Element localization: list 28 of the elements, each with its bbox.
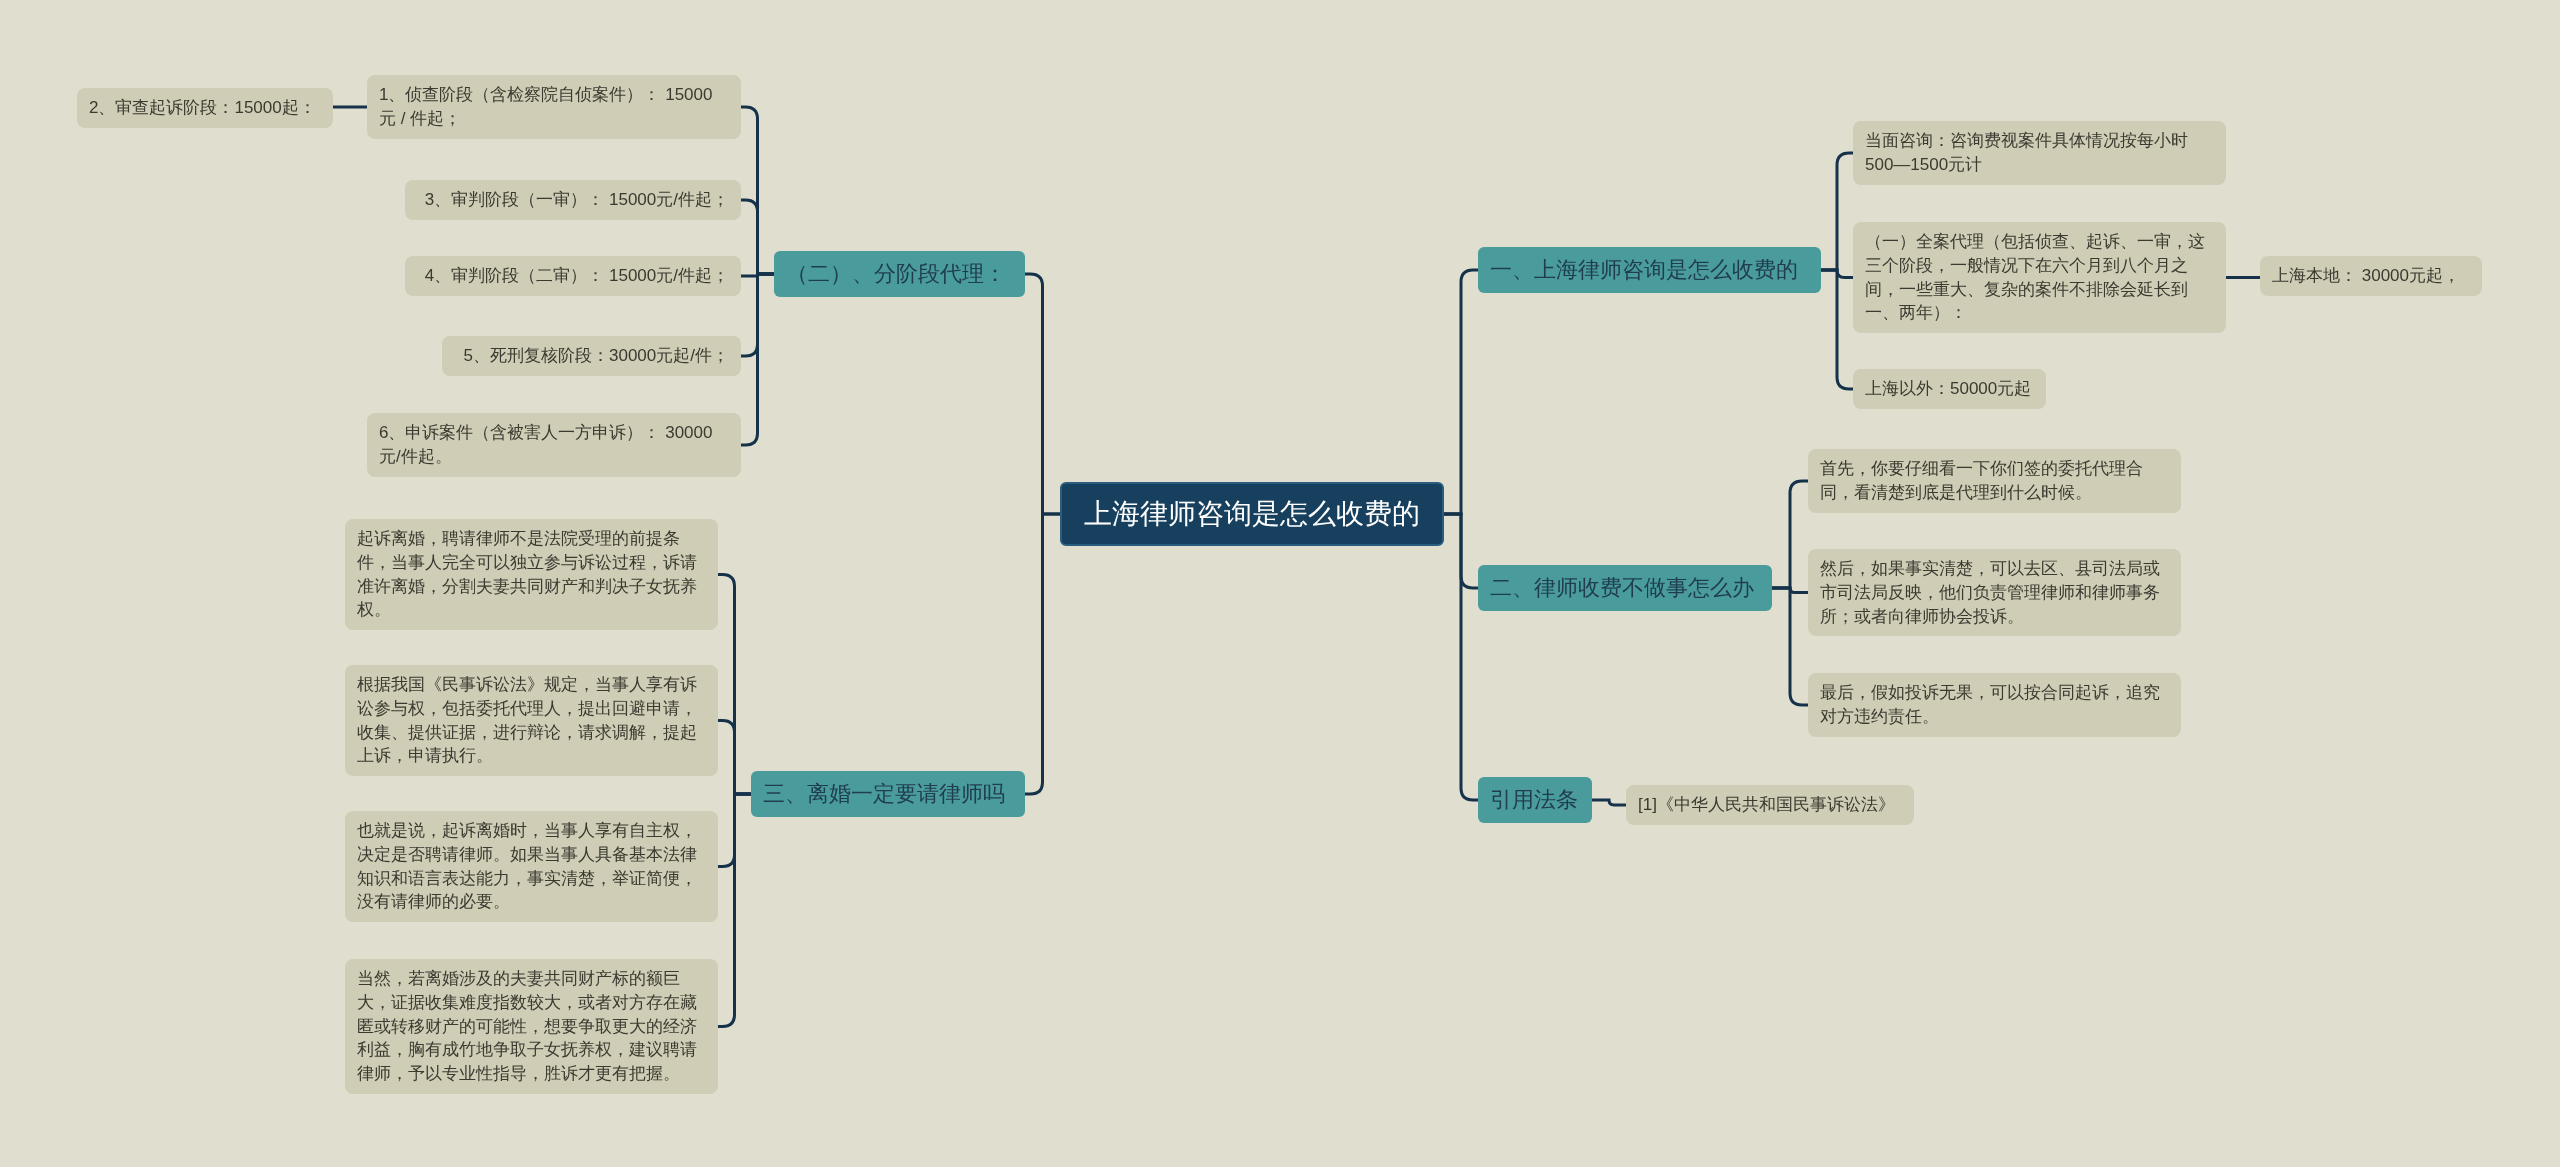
- connector-line: [1592, 798, 1626, 807]
- subtopic-box: 2、审查起诉阶段：15000起：: [77, 88, 333, 128]
- topic-box: 引用法条: [1478, 777, 1592, 823]
- subtopic-box: 首先，你要仔细看一下你们签的委托代理合同，看清楚到底是代理到什么时候。: [1808, 449, 2181, 513]
- connector-line: [1772, 586, 1808, 707]
- subtopic-box: 6、申诉案件（含被害人一方申诉）： 30000元/件起。: [367, 413, 741, 477]
- topic-box: 三、离婚一定要请律师吗: [751, 771, 1025, 817]
- subtopic-box: 4、审判阶段（二审）： 15000元/件起；: [405, 256, 741, 296]
- subtopic-box: 起诉离婚，聘请律师不是法院受理的前提条件，当事人完全可以独立参与诉讼过程，诉请准许离婚，分割夫妻共同财产和判决子女抚养权。: [345, 519, 718, 631]
- connector-line: [2226, 276, 2260, 279]
- topic-box: 二、律师收费不做事怎么办: [1478, 565, 1772, 611]
- subtopic-box: 上海以外：50000元起: [1853, 369, 2046, 409]
- subtopic-box: 然后，如果事实清楚，可以去区、县司法局或市司法局反映，他们负责管理律师和律师事务所；或者向律师协会投诉。: [1808, 549, 2181, 637]
- subtopic-box: 3、审判阶段（一审）： 15000元/件起；: [405, 180, 741, 220]
- subtopic-box: 根据我国《民事诉讼法》规定，当事人享有诉讼参与权，包括委托代理人，提出回避申请，收集、提供证据，进行辩论，请求调解，提起上诉，申请执行。: [345, 665, 718, 777]
- subtopic-box: 当面咨询：咨询费视案件具体情况按每小时500—1500元计: [1853, 121, 2226, 185]
- central-topic-box: 上海律师咨询是怎么收费的: [1060, 482, 1444, 547]
- subtopic-box: （一）全案代理（包括侦查、起诉、一审，这三个阶段，一般情况下在六个月到八个月之间，一些重大、复杂的案件不排除会延长到一、两年）：: [1853, 222, 2226, 334]
- connector-line: [333, 105, 367, 109]
- subtopic-box: 上海本地： 30000元起，: [2260, 256, 2482, 296]
- subtopic-box: 最后，假如投诉无果，可以按合同起诉，追究对方违约责任。: [1808, 673, 2181, 737]
- subtopic-box: 当然，若离婚涉及的夫妻共同财产标的额巨大，证据收集难度指数较大，或者对方存在藏匿或转移财产的可能性，想要争取更大的经济利益，胸有成竹地争取子女抚养权，建议聘请律师，予以专业性指导，胜诉才更有把握。: [345, 959, 718, 1094]
- topic-box: （二）、分阶段代理：: [774, 251, 1025, 297]
- subtopic-box: 5、死刑复核阶段：30000元起/件；: [442, 336, 741, 376]
- subtopic-box: [1]《中华人民共和国民事诉讼法》: [1626, 785, 1914, 825]
- subtopic-box: 也就是说，起诉离婚时，当事人享有自主权，决定是否聘请律师。如果当事人具备基本法律知识和语言表达能力，事实清楚，举证简便，没有请律师的必要。: [345, 811, 718, 923]
- subtopic-box: 1、侦查阶段（含检察院自侦案件）： 15000元 / 件起；: [367, 75, 741, 139]
- topic-box: 一、上海律师咨询是怎么收费的: [1478, 247, 1821, 293]
